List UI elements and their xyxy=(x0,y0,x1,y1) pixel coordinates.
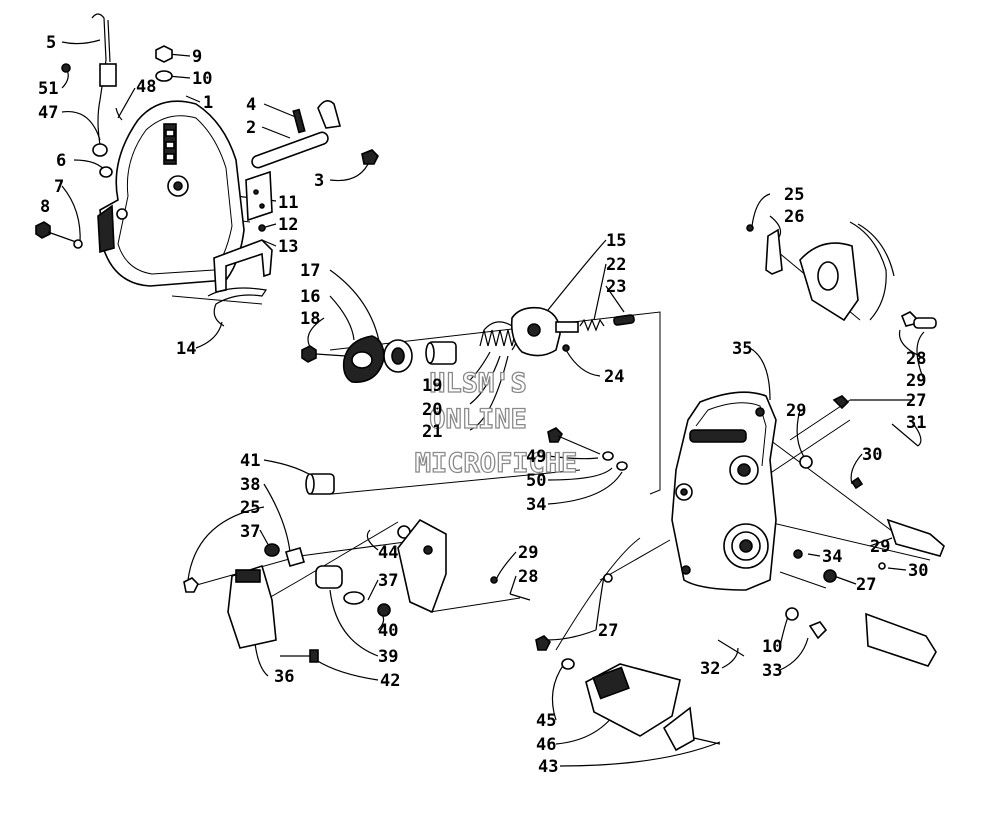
callout-27: 27 xyxy=(906,391,926,411)
callout-21: 21 xyxy=(422,422,442,442)
callout-51: 51 xyxy=(38,79,58,99)
callout-1: 1 xyxy=(203,93,213,113)
callout-3: 3 xyxy=(314,171,324,191)
callout-19: 19 xyxy=(422,376,442,396)
callout-27: 27 xyxy=(598,621,618,641)
callout-30: 30 xyxy=(862,445,882,465)
watermark-line-3: MICROFICHE xyxy=(415,448,578,479)
callout-18: 18 xyxy=(300,309,320,329)
brake-assembly xyxy=(183,473,531,663)
callout-labels: 5 9 51 10 48 1 47 4 2 6 3 7 11 8 12 13 1… xyxy=(38,33,928,777)
callout-23: 23 xyxy=(606,277,626,297)
callout-20: 20 xyxy=(422,400,442,420)
callout-10: 10 xyxy=(762,637,782,657)
callout-39: 39 xyxy=(378,647,398,667)
callout-5: 5 xyxy=(46,33,56,53)
callout-16: 16 xyxy=(300,287,320,307)
callout-36: 36 xyxy=(274,667,294,687)
callout-29: 29 xyxy=(906,371,926,391)
callout-15: 15 xyxy=(606,231,626,251)
callout-6: 6 xyxy=(56,151,66,171)
callout-50: 50 xyxy=(526,471,546,491)
callout-24: 24 xyxy=(604,367,624,387)
callout-41: 41 xyxy=(240,451,260,471)
watermark: HLSM'S ONLINE MICROFICHE xyxy=(414,367,578,479)
callout-17: 17 xyxy=(300,261,320,281)
callout-42: 42 xyxy=(380,671,400,691)
gear-case-assembly xyxy=(603,221,945,667)
callout-4: 4 xyxy=(246,95,256,115)
callout-8: 8 xyxy=(40,197,50,217)
callout-37: 37 xyxy=(240,522,260,542)
callout-38: 38 xyxy=(240,475,260,495)
callout-32: 32 xyxy=(700,659,720,679)
callout-10: 10 xyxy=(192,69,212,89)
callout-7: 7 xyxy=(54,177,64,197)
callout-37: 37 xyxy=(378,571,398,591)
callout-22: 22 xyxy=(606,255,626,275)
callout-31: 31 xyxy=(906,413,926,433)
callout-9: 9 xyxy=(192,47,202,67)
watermark-line-2: ONLINE xyxy=(429,404,527,435)
callout-34: 34 xyxy=(526,495,546,515)
drive-components xyxy=(301,306,635,471)
callout-33: 33 xyxy=(762,661,782,681)
callout-11: 11 xyxy=(278,193,298,213)
case-cover-assembly xyxy=(35,13,379,327)
callout-34: 34 xyxy=(822,547,842,567)
callout-2: 2 xyxy=(246,118,256,138)
callout-29: 29 xyxy=(870,537,890,557)
callout-27: 27 xyxy=(856,575,876,595)
callout-48: 48 xyxy=(136,77,156,97)
watermark-line-1: HLSM'S xyxy=(429,368,527,399)
callout-35: 35 xyxy=(732,339,752,359)
callout-45: 45 xyxy=(536,711,556,731)
callout-14: 14 xyxy=(176,339,196,359)
callout-25: 25 xyxy=(240,498,260,518)
callout-26: 26 xyxy=(784,207,804,227)
callout-46: 46 xyxy=(536,735,556,755)
callout-44: 44 xyxy=(378,543,398,563)
callout-28: 28 xyxy=(518,567,538,587)
callout-13: 13 xyxy=(278,237,298,257)
callout-49: 49 xyxy=(526,447,546,467)
callout-29: 29 xyxy=(518,543,538,563)
callout-47: 47 xyxy=(38,103,58,123)
callout-12: 12 xyxy=(278,215,298,235)
callout-43: 43 xyxy=(538,757,558,777)
callout-29: 29 xyxy=(786,401,806,421)
callout-28: 28 xyxy=(906,349,926,369)
bottom-mount-assembly xyxy=(535,635,721,752)
callout-30: 30 xyxy=(908,561,928,581)
callout-40: 40 xyxy=(378,621,398,641)
callout-25: 25 xyxy=(784,185,804,205)
